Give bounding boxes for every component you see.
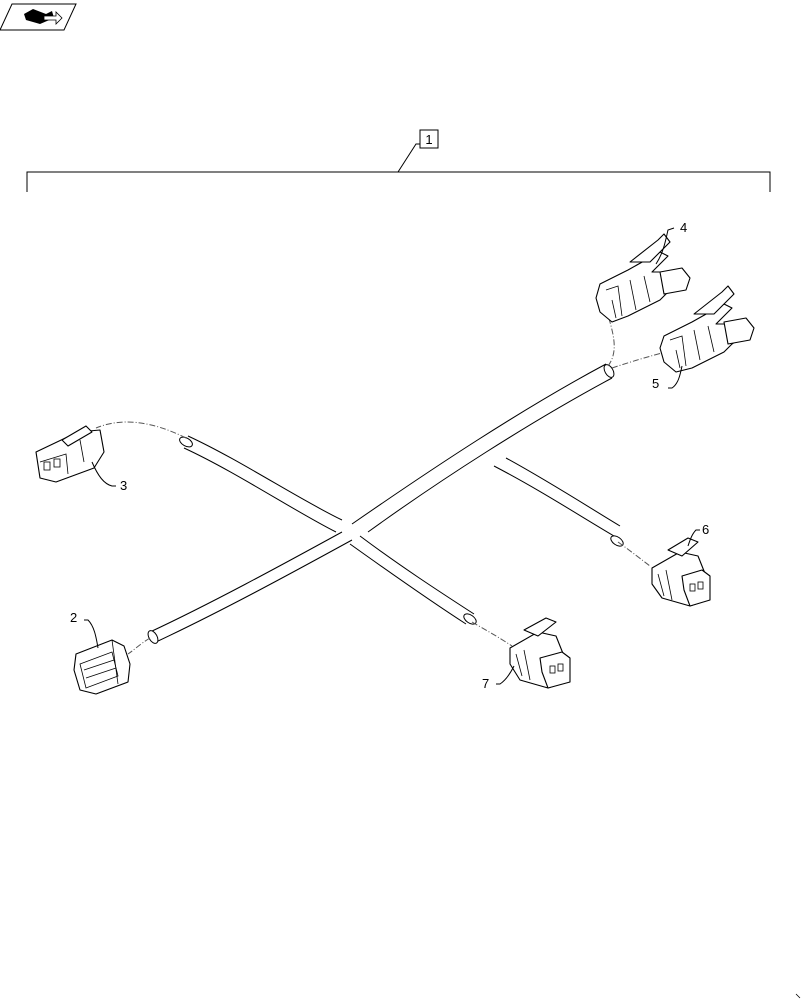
corner-mark [795, 993, 801, 999]
harness-left-branch [179, 435, 343, 533]
wire-to-connector-3 [95, 421, 187, 439]
wire-to-connector-2 [127, 637, 151, 655]
assembly-bracket [26, 143, 771, 192]
callout-5-label: 5 [652, 376, 659, 391]
harness-lower-right-branch [349, 535, 477, 625]
callout-2-label: 2 [70, 610, 77, 625]
connector-2[interactable] [73, 639, 131, 695]
callout-5[interactable]: 5 [652, 365, 683, 391]
callout-3-label: 3 [120, 478, 127, 493]
connector-3[interactable] [35, 425, 105, 483]
connector-5[interactable] [659, 285, 755, 373]
wire-to-connector-4 [605, 307, 615, 367]
callout-7-label: 7 [482, 676, 489, 691]
harness-right-branch [493, 457, 624, 547]
wire-to-connector-6 [617, 541, 651, 567]
callout-6[interactable]: 6 [687, 522, 709, 547]
connector-7[interactable] [509, 617, 571, 689]
connector-4[interactable] [595, 233, 691, 323]
callout-2[interactable]: 2 [70, 610, 99, 649]
callout-4-label: 4 [680, 220, 687, 235]
callout-7[interactable]: 7 [482, 665, 515, 691]
callout-4[interactable]: 4 [655, 220, 687, 265]
callout-1[interactable]: 1 [419, 129, 439, 149]
wire-to-connector-7 [471, 621, 513, 647]
harness-main-branch [351, 363, 615, 533]
callout-1-label: 1 [425, 132, 432, 147]
book-arrow-icon[interactable] [0, 3, 77, 31]
connector-6[interactable] [651, 537, 711, 607]
harness-lower-left-branch [147, 531, 353, 644]
callout-6-label: 6 [702, 522, 709, 537]
callout-3[interactable]: 3 [91, 461, 127, 493]
wire-to-connector-5 [611, 351, 667, 369]
